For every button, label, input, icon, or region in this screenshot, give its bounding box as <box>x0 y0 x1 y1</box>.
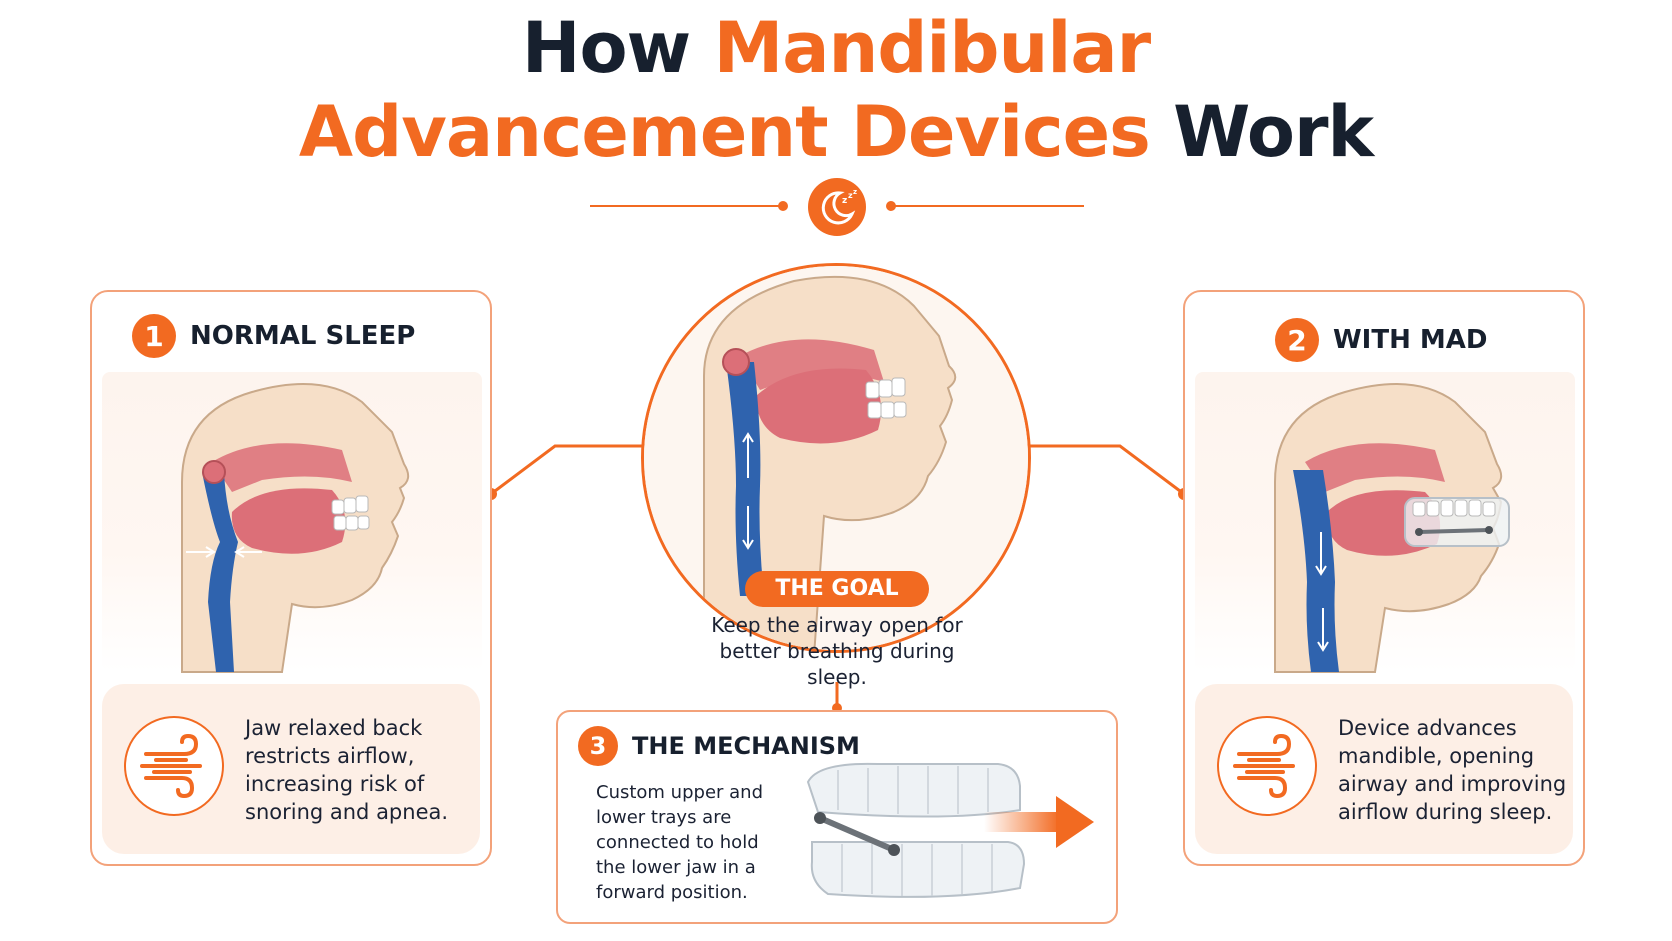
svg-text:z: z <box>853 188 857 196</box>
title-word-mandibular: Mandibular <box>713 7 1152 89</box>
page-title-line-1: How Mandibular <box>0 8 1672 88</box>
mechanism-description: Custom upper and lower trays are connect… <box>596 782 764 903</box>
moon-sleep-icon: z z z <box>808 178 866 236</box>
wind-icon <box>124 716 224 816</box>
page-title-line-2: Advancement Devices Work <box>0 92 1672 172</box>
title-words-advancement-devices: Advancement Devices <box>298 91 1151 173</box>
svg-text:z: z <box>848 191 853 200</box>
normal-sleep-panel: 1 NORMAL SLEEP <box>90 290 492 866</box>
head-profile-collapsed-airway-illustration <box>181 383 410 673</box>
wind-icon <box>1217 716 1317 816</box>
head-profile-open-airway-illustration <box>644 266 1028 650</box>
center-airway-circle <box>641 263 1031 653</box>
with-mad-panel: 2 WITH MAD <box>1183 290 1585 866</box>
step-label: NORMAL SLEEP <box>190 321 416 351</box>
divider-left-line <box>590 205 780 207</box>
step-number-badge: 1 <box>132 314 176 358</box>
step-label: THE MECHANISM <box>632 732 860 760</box>
divider-left-dot <box>778 201 788 211</box>
step-number-badge: 2 <box>1275 318 1319 362</box>
goal-label-pill: THE GOAL <box>745 571 929 607</box>
with-mad-header: 2 WITH MAD <box>1275 318 1487 362</box>
with-mad-info-box: Device advances mandible, opening airway… <box>1195 684 1573 854</box>
normal-sleep-info-box: Jaw relaxed back restricts airflow, incr… <box>102 684 480 854</box>
normal-sleep-description: Jaw relaxed back restricts airflow, incr… <box>245 716 449 824</box>
svg-text:z: z <box>842 196 847 206</box>
arrow-right-icon <box>984 796 1094 848</box>
with-mad-description: Device advances mandible, opening airway… <box>1338 716 1567 824</box>
mechanism-header: 3 THE MECHANISM <box>578 726 860 766</box>
title-word-how: How <box>521 7 691 89</box>
normal-sleep-header: 1 NORMAL SLEEP <box>132 314 415 358</box>
title-word-work: Work <box>1173 91 1374 173</box>
mechanism-panel: 3 THE MECHANISM Custom upper and lower t… <box>556 710 1118 924</box>
mad-device-illustration <box>806 762 1094 898</box>
divider-right-dot <box>886 201 896 211</box>
divider-right-line <box>894 205 1084 207</box>
step-number-badge: 3 <box>578 726 618 766</box>
step-label: WITH MAD <box>1333 325 1488 355</box>
head-profile-mad-illustration <box>1274 383 1510 673</box>
goal-description: Keep the airway open for better breathin… <box>711 613 963 689</box>
